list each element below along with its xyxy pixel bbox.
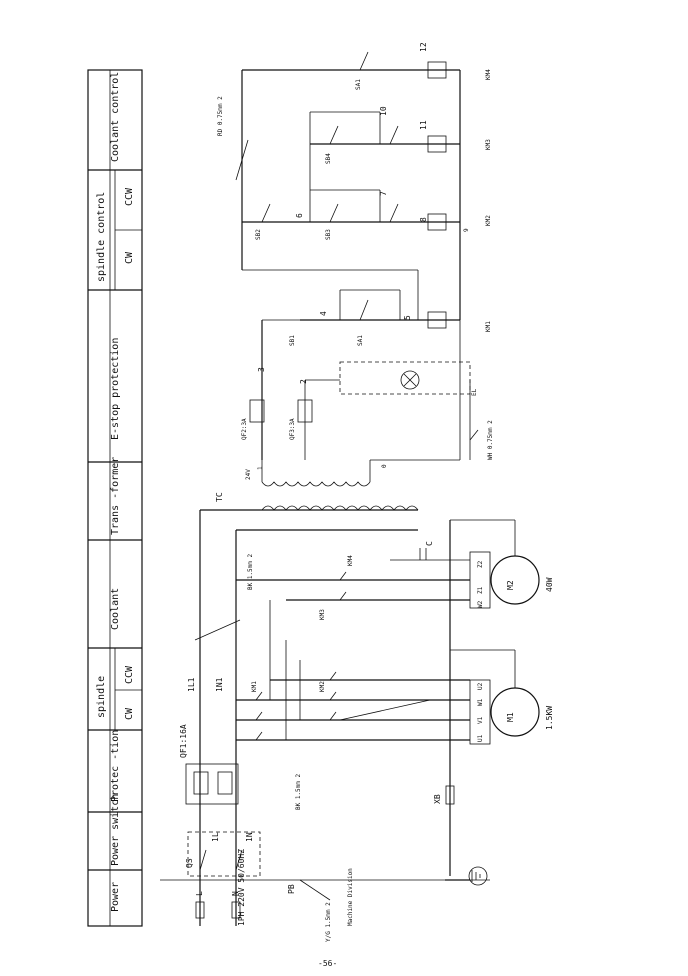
xb-terminal [445,785,455,805]
col-spindle-cw: CW [124,707,135,720]
terminal-u1: U1 [477,734,484,742]
1n1-label: 1N1 [215,677,224,692]
node-12: 12 [419,42,428,52]
km2-coil-label: KM2 [485,215,492,226]
km1-coil-label: KM1 [485,321,492,332]
lamp-icon [400,370,420,390]
supply-label: 1PH 220V 50/60HZ [237,849,246,926]
l-label: L [195,891,204,896]
sa1-label: SA1 [357,335,364,346]
col-coolant-label: Coolant [110,588,121,630]
bk1-label: BK 1.5mm 2 [295,773,302,810]
terminal-v1: V1 [477,716,484,724]
header-table [87,69,143,927]
yg-label: Y/G 1.5mm 2 [325,902,332,942]
terminal-u2: U2 [477,682,484,690]
qf1-breaker [185,763,239,805]
sa1b-label: SA1 [355,79,362,90]
node-9: 9 [463,228,470,232]
t24-label: 24V [245,469,252,480]
sb1-label: SB1 [289,335,296,346]
t1-label: 1 [257,466,264,470]
ground-icon [468,866,488,886]
n-label: N [231,891,240,896]
node-10: 10 [379,106,388,116]
fuse-n [231,901,241,919]
pb-label: PB [287,884,296,894]
col-spindle-label: spindle [96,676,107,718]
qs-label: QS [185,858,194,868]
col-power-label: Power [110,882,121,912]
power-input-section [160,520,490,926]
col-spindle-control-cw: CW [124,251,135,264]
col-spindle-ccw: CCW [124,665,135,684]
node-7: 7 [379,191,388,196]
qf3-label: QF3:3A [289,418,296,440]
rd-label: RD 0.75mm 2 [217,96,224,136]
sb2-label: SB2 [255,229,262,240]
km2-contact-label: KM2 [319,681,326,692]
m1-power-label: 1.5KW [545,706,554,730]
m1-label: M1 [506,712,515,722]
node-5: 5 [403,315,412,320]
qf2-label: QF2:3A [241,418,248,440]
km2-coil [427,213,447,231]
1l1-label: 1L1 [187,677,196,692]
col-spindle-control-ccw: CCW [124,187,135,206]
node-3: 3 [257,367,266,372]
control-circuit [235,51,479,461]
distribution-wiring [194,509,470,741]
qs-switch [187,831,261,877]
col-transformer-label: Trans -former [110,457,121,535]
c-label: C [425,541,434,546]
terminal-w1: W1 [477,698,484,706]
km3-coil [427,135,447,153]
transformer-tc [261,460,419,511]
page-number: -56- [318,959,337,968]
lamp-switch-box [339,361,471,395]
node-11: 11 [419,120,428,130]
diagram-labels: 1PH 220V 50/60HZ L N PB QS 1L 1N QF1:16A… [179,42,554,942]
t0-label: 0 [381,464,388,468]
terminal-z1: Z1 [477,586,484,594]
bk2-label: BK 1.5mm 2 [247,553,254,590]
km4-coil [427,61,447,79]
1n-label: 1N [245,832,254,842]
terminal-w2: W2 [477,600,484,608]
node-4: 4 [319,311,328,316]
km1-contact-label: KM1 [251,681,258,692]
km4-coil-label: KM4 [485,69,492,80]
col-protection-label: Protec -tion [110,730,121,802]
fuse-l [195,901,205,919]
motor-m2 [469,551,540,609]
wh-label: WH 0.75mm 2 [487,420,494,460]
sb4-label: SB4 [325,153,332,164]
terminal-z2: Z2 [477,560,484,568]
col-estop-label: E-stop protection [110,338,121,440]
node-6: 6 [295,213,304,218]
km3-coil-label: KM3 [485,139,492,150]
km1-coil [427,311,447,329]
machine-label: Machine Division [347,868,354,926]
qf1-label: QF1:16A [179,724,188,758]
1l-label: 1L [211,832,220,842]
node-8: 8 [419,217,428,222]
xb-label: XB [433,794,442,804]
qf2-breaker [249,399,265,423]
sb3-label: SB3 [325,229,332,240]
el-label: EL [471,388,478,396]
col-spindle-control-label: spindle control [96,192,107,282]
col-power-switch-label: Power switch [110,794,121,866]
m2-power-label: 40W [545,577,554,592]
m2-label: M2 [506,580,515,590]
km4-contact-label: KM4 [347,555,354,566]
header-labels: Power Power switch Protec -tion spindle … [96,72,135,912]
km3-contact-label: KM3 [319,609,326,620]
tc-label: TC [215,492,224,502]
node-2: 2 [299,379,308,384]
col-coolant-control-label: Coolant control [110,72,121,162]
